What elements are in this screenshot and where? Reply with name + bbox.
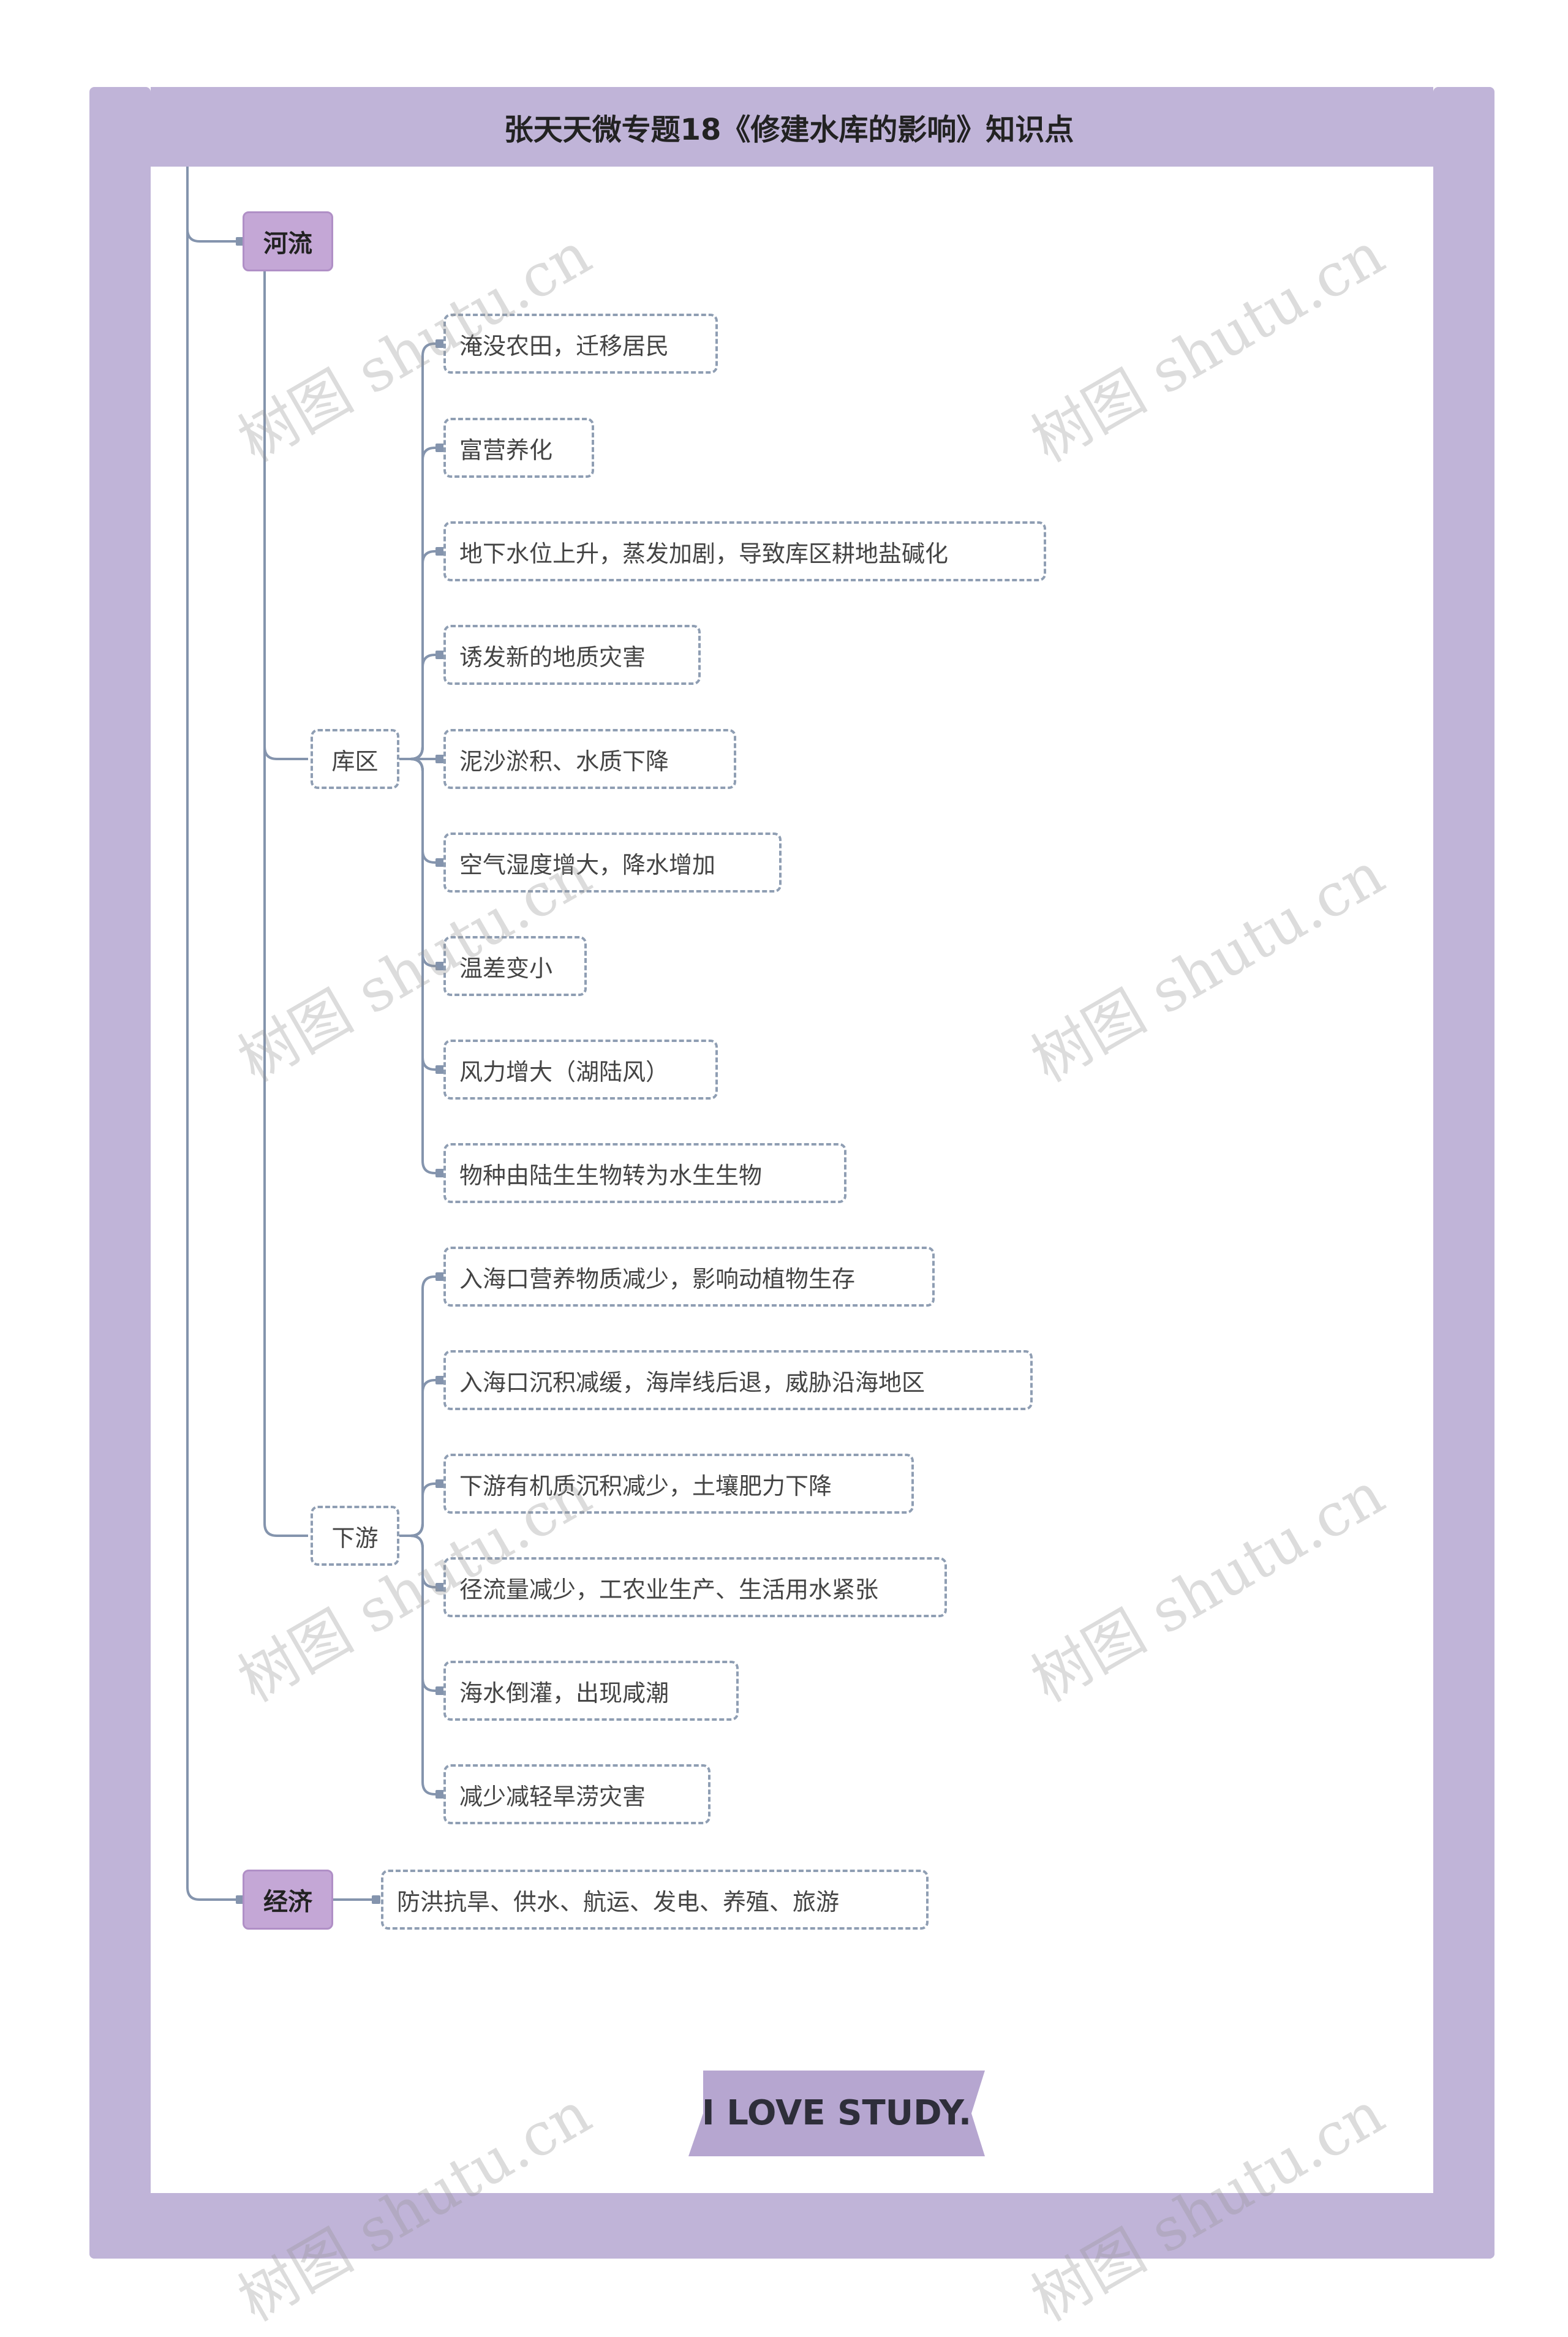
i-love-study-badge: I LOVE STUDY. bbox=[688, 2071, 985, 2156]
leaf-reservoir-7[interactable]: 温差变小 bbox=[443, 936, 587, 996]
connector-downstream-dot-2 bbox=[435, 1376, 444, 1384]
connector-reservoir-link-4 bbox=[410, 654, 440, 760]
connector-reservoir-dot-3 bbox=[435, 547, 444, 556]
connector-downstream-link-2 bbox=[410, 1379, 440, 1537]
leaf-downstream-2[interactable]: 入海口沉积减缓，海岸线后退，威胁沿海地区 bbox=[443, 1350, 1033, 1410]
frame-bottom bbox=[89, 2193, 1494, 2259]
connector-downstream-link-4 bbox=[410, 1535, 440, 1588]
connector-reservoir-dot-4 bbox=[435, 651, 444, 659]
connector-downstream-link-1 bbox=[410, 1275, 440, 1537]
connector-downstream-link-3 bbox=[410, 1482, 440, 1537]
leaf-reservoir-3[interactable]: 地下水位上升，蒸发加剧，导致库区耕地盐碱化 bbox=[443, 521, 1046, 581]
connector-reservoir-dot-1 bbox=[435, 339, 444, 348]
connector-downstream-link-6 bbox=[410, 1535, 440, 1795]
connector-reservoir-link-2 bbox=[410, 447, 440, 760]
connector-downstream-dot-3 bbox=[435, 1479, 444, 1488]
leaf-downstream-4[interactable]: 径流量减少，工农业生产、生活用水紧张 bbox=[443, 1557, 947, 1617]
connector-root-economy bbox=[186, 229, 240, 1901]
connector-reservoir-dot-5 bbox=[435, 755, 444, 763]
connector-downstream-dot-1 bbox=[435, 1272, 444, 1281]
branch-reservoir[interactable]: 库区 bbox=[311, 729, 399, 789]
connector-dot-river bbox=[236, 237, 244, 246]
connector-reservoir-dot-8 bbox=[435, 1065, 444, 1074]
leaf-economy[interactable]: 防洪抗旱、供水、航运、发电、养殖、旅游 bbox=[381, 1870, 929, 1930]
connector-reservoir-dot-9 bbox=[435, 1169, 444, 1177]
leaf-downstream-5[interactable]: 海水倒灌，出现咸潮 bbox=[443, 1661, 739, 1721]
connector-reservoir-dot-6 bbox=[435, 858, 444, 867]
connector-reservoir-dot-7 bbox=[435, 962, 444, 970]
frame-top bbox=[151, 87, 1433, 167]
connector-root-river bbox=[186, 167, 240, 243]
leaf-reservoir-8[interactable]: 风力增大（湖陆风） bbox=[443, 1040, 718, 1100]
leaf-reservoir-9[interactable]: 物种由陆生生物转为水生生物 bbox=[443, 1143, 846, 1203]
connector-reservoir-link-6 bbox=[410, 758, 440, 864]
category-economy[interactable]: 经济 bbox=[243, 1870, 333, 1930]
connector-dot-economy bbox=[236, 1895, 244, 1904]
connector-downstream-dot-5 bbox=[435, 1686, 444, 1695]
leaf-downstream-6[interactable]: 减少减轻旱涝灾害 bbox=[443, 1764, 710, 1824]
frame-right bbox=[1433, 87, 1494, 2259]
leaf-reservoir-6[interactable]: 空气湿度增大，降水增加 bbox=[443, 832, 782, 893]
category-river[interactable]: 河流 bbox=[243, 211, 333, 271]
connector-river-downstream bbox=[263, 747, 308, 1537]
leaf-reservoir-1[interactable]: 淹没农田，迁移居民 bbox=[443, 314, 718, 374]
connector-reservoir-link-8 bbox=[410, 758, 440, 1071]
connector-reservoir-dot-2 bbox=[435, 444, 444, 452]
leaf-reservoir-4[interactable]: 诱发新的地质灾害 bbox=[443, 625, 701, 685]
leaf-downstream-1[interactable]: 入海口营养物质减少，影响动植物生存 bbox=[443, 1247, 935, 1307]
badge-text: I LOVE STUDY. bbox=[702, 2093, 971, 2133]
leaf-reservoir-5[interactable]: 泥沙淤积、水质下降 bbox=[443, 729, 736, 789]
page-title: 张天天微专题18《修建水库的影响》知识点 bbox=[503, 113, 1074, 147]
leaf-reservoir-2[interactable]: 富营养化 bbox=[443, 418, 594, 478]
connector-river-reservoir bbox=[263, 271, 308, 760]
connector-downstream-link-5 bbox=[410, 1535, 440, 1692]
connector-downstream-dot-6 bbox=[435, 1790, 444, 1799]
leaf-downstream-3[interactable]: 下游有机质沉积减少，土壤肥力下降 bbox=[443, 1454, 914, 1514]
connector-downstream-dot-4 bbox=[435, 1583, 444, 1591]
connector-reservoir-link-9 bbox=[410, 758, 440, 1174]
frame-left bbox=[89, 87, 151, 2259]
branch-downstream[interactable]: 下游 bbox=[311, 1506, 399, 1566]
connector-dot-economy-leaf bbox=[372, 1895, 380, 1904]
